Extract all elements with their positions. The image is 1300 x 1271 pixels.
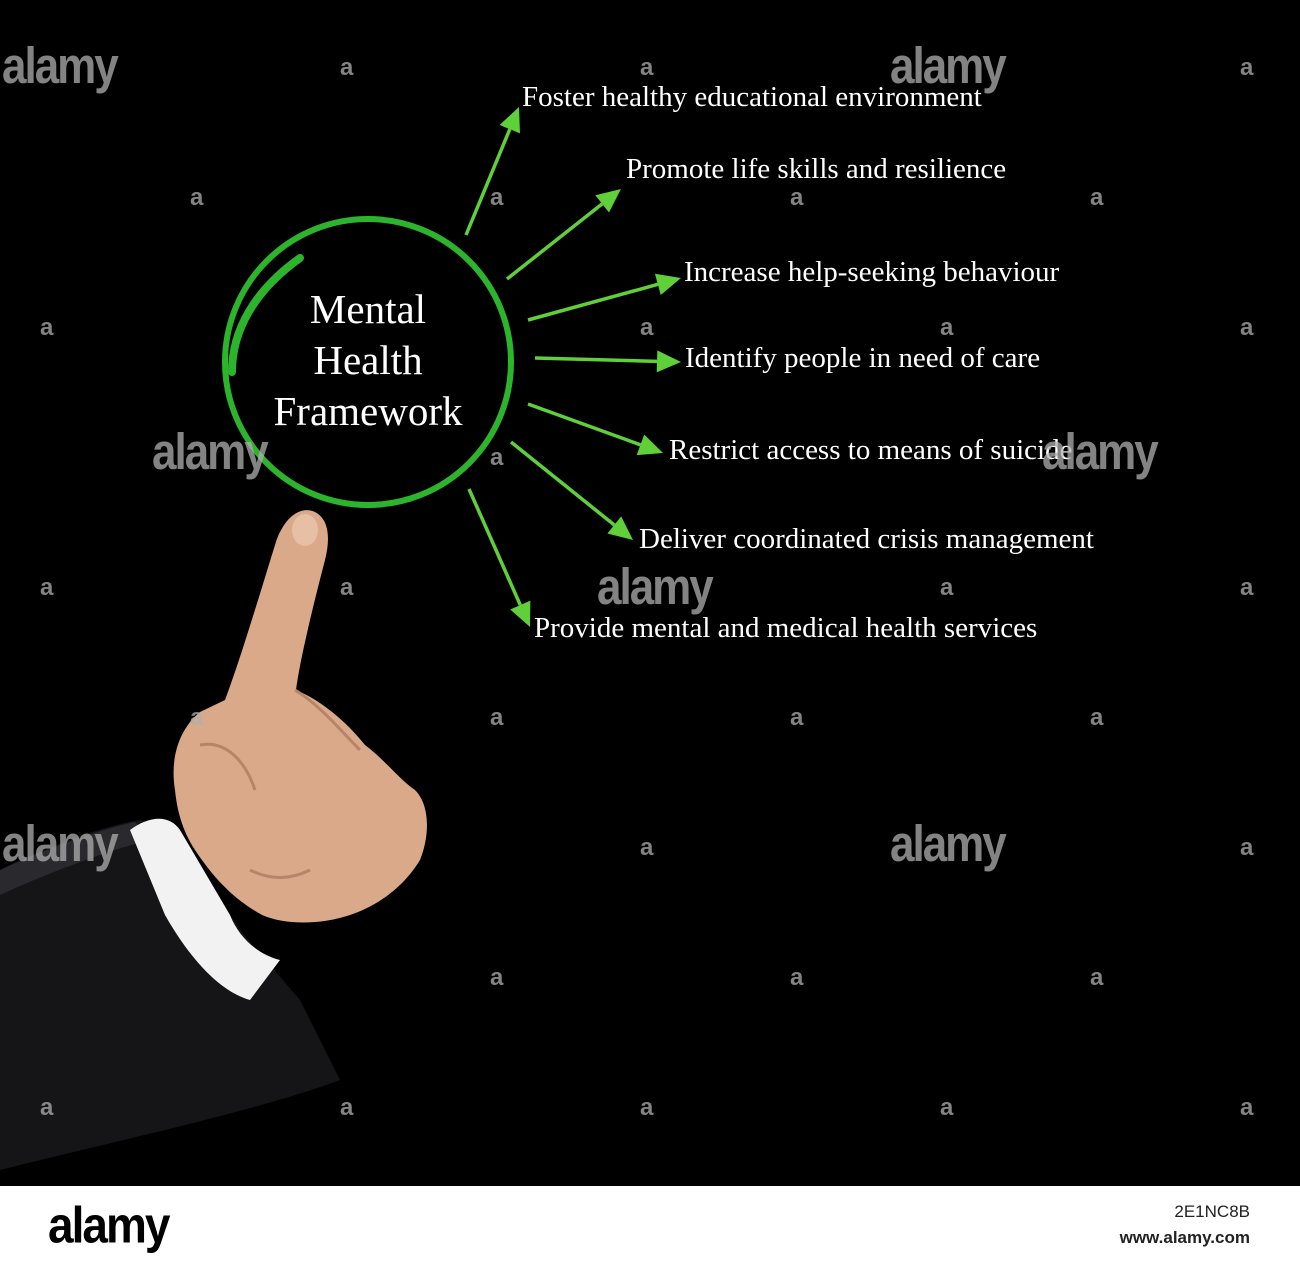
watermark-mark: a (490, 704, 504, 731)
arrow-line-6 (509, 440, 616, 527)
arrow-head-7 (510, 600, 531, 627)
watermark-mark: a (40, 574, 54, 601)
watermark-mark: a (790, 704, 804, 731)
watermark-mark: a (1240, 1094, 1254, 1121)
item-label-5: Restrict access to means of suicide (669, 434, 1073, 466)
hub-title-line-2: Health (313, 337, 423, 383)
watermark-mark: a (190, 184, 204, 211)
item-label-7: Provide mental and medical health servic… (534, 612, 1038, 644)
source-url[interactable]: www.alamy.com (1119, 1228, 1250, 1247)
watermark-mark: a (1240, 314, 1254, 341)
footer-bar: alamy 2E1NC8B www.alamy.com (0, 1186, 1300, 1271)
arrow-line-3 (527, 282, 659, 322)
watermark-mark: a (790, 184, 804, 211)
arrow-line-2 (505, 202, 604, 281)
arrow-head-5 (636, 434, 663, 456)
watermark-mark: a (340, 574, 354, 601)
watermark-mark: a (1090, 704, 1104, 731)
arrow-head-6 (607, 516, 633, 540)
watermark-mark: a (190, 704, 204, 731)
watermark-mark: a (940, 314, 954, 341)
watermark-mark: a (1090, 964, 1104, 991)
watermark-text: alamy (152, 424, 269, 481)
watermark-mark: a (490, 444, 504, 471)
pointing-hand-illustration (0, 510, 427, 1170)
watermark-mark: a (1240, 54, 1254, 81)
arrow-line-4 (534, 356, 658, 364)
item-label-1: Foster healthy educational environment (522, 81, 982, 113)
hub-ring-brush-stroke (228, 254, 304, 376)
image-id: 2E1NC8B (1174, 1202, 1250, 1221)
watermark-mark: a (1240, 834, 1254, 861)
watermark-text: alamy (2, 38, 119, 95)
watermark-mark: a (490, 184, 504, 211)
hub-title-line-1: Mental (309, 286, 427, 332)
arrow-line-1 (464, 128, 512, 236)
watermark-mark: a (940, 574, 954, 601)
arrow-head-2 (595, 189, 621, 213)
hub-ring (222, 216, 514, 508)
watermark-mark: a (340, 1094, 354, 1121)
arrow-head-1 (499, 107, 520, 134)
watermark-mark: a (40, 1094, 54, 1121)
watermark-mark: a (640, 1094, 654, 1121)
watermark-text: alamy (1042, 424, 1159, 481)
watermark-mark: a (640, 834, 654, 861)
watermark-text: alamy (2, 816, 119, 873)
watermark-mark: a (490, 964, 504, 991)
alamy-logo: alamy (48, 1196, 170, 1254)
watermark-mark: a (940, 1094, 954, 1121)
item-label-2: Promote life skills and resilience (626, 153, 1007, 185)
watermark-text: alamy (890, 38, 1007, 95)
watermark-mark: a (790, 964, 804, 991)
watermark-text: alamy (597, 559, 714, 616)
arrow-head-3 (654, 273, 681, 295)
item-label-3: Increase help-seeking behaviour (684, 256, 1060, 288)
item-label-4: Identify people in need of care (685, 342, 1041, 374)
watermark-mark: a (1240, 574, 1254, 601)
watermark-mark: a (40, 314, 54, 341)
hub-title: Mental Health Framework (228, 284, 508, 437)
watermark-mark: a (1090, 184, 1104, 211)
watermark-mark: a (640, 314, 654, 341)
item-label-6: Deliver coordinated crisis management (639, 523, 1094, 555)
watermark-text: alamy (890, 816, 1007, 873)
watermark-mark: a (640, 54, 654, 81)
arrows-group (464, 107, 681, 627)
hub-title-line-3: Framework (273, 388, 463, 434)
watermark-mark: a (340, 54, 354, 81)
arrow-head-4 (656, 350, 681, 373)
arrow-line-5 (527, 402, 642, 447)
arrow-line-7 (467, 488, 522, 606)
